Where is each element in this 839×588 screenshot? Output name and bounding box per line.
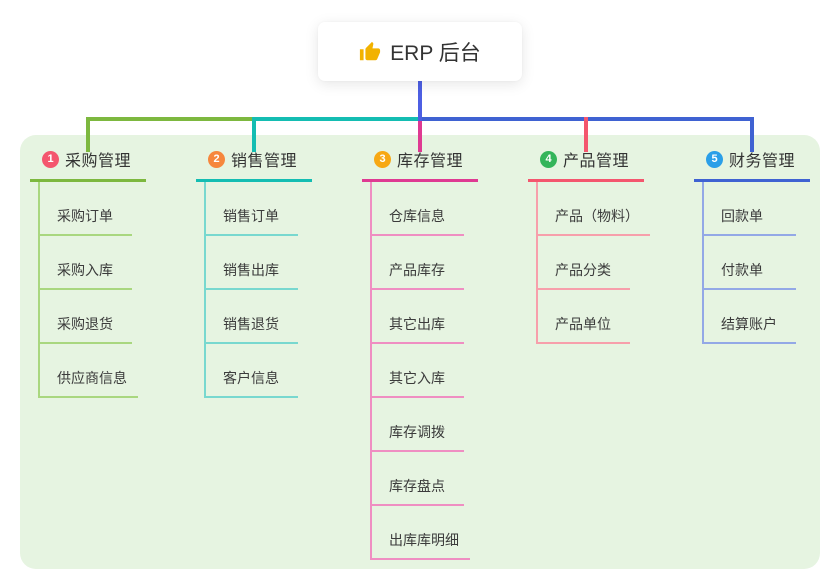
child-label: 回款单 <box>721 208 763 224</box>
thumbs-up-icon <box>360 41 381 60</box>
child-node[interactable]: 其它出库 <box>372 290 464 344</box>
child-label: 产品库存 <box>389 262 445 278</box>
branch-node[interactable]: 1 采购管理 <box>30 145 146 182</box>
child-label: 采购入库 <box>57 262 113 278</box>
child-node[interactable]: 库存盘点 <box>372 452 464 506</box>
branch-number-badge: 5 <box>706 150 723 168</box>
canvas-panel <box>20 135 820 569</box>
child-label: 采购订单 <box>57 208 113 224</box>
branch-title: 财务管理 <box>729 153 796 170</box>
connector-line <box>252 117 422 121</box>
branch-node[interactable]: 3 库存管理 <box>362 145 478 182</box>
child-node[interactable]: 回款单 <box>704 182 796 236</box>
connector-line <box>750 117 754 152</box>
branch-title: 产品管理 <box>563 153 630 170</box>
child-label: 库存盘点 <box>389 478 445 494</box>
branch-title: 销售管理 <box>231 153 298 170</box>
child-label: 产品单位 <box>555 316 611 332</box>
child-node[interactable]: 销售订单 <box>206 182 298 236</box>
child-node[interactable]: 仓库信息 <box>372 182 464 236</box>
branch-children: 销售订单销售出库销售退货客户信息 <box>204 182 356 398</box>
branch-node[interactable]: 2 销售管理 <box>196 145 312 182</box>
branch-column: 2 销售管理 销售订单销售出库销售退货客户信息 <box>196 145 356 398</box>
connector-line <box>252 117 256 152</box>
root-node[interactable]: ERP 后台 <box>318 22 522 81</box>
child-label: 其它入库 <box>389 370 445 386</box>
child-label: 采购退货 <box>57 316 113 332</box>
child-label: 产品（物料） <box>555 208 639 224</box>
branch-column: 5 财务管理 回款单付款单结算账户 <box>694 145 839 344</box>
child-label: 产品分类 <box>555 262 611 278</box>
child-label: 供应商信息 <box>57 370 127 386</box>
child-label: 库存调拨 <box>389 424 445 440</box>
child-label: 客户信息 <box>223 370 279 386</box>
child-label: 销售退货 <box>223 316 279 332</box>
child-node[interactable]: 其它入库 <box>372 344 464 398</box>
child-label: 销售订单 <box>223 208 279 224</box>
branch-children: 采购订单采购入库采购退货供应商信息 <box>38 182 190 398</box>
child-label: 其它出库 <box>389 316 445 332</box>
connector-line <box>86 117 90 152</box>
child-node[interactable]: 产品单位 <box>538 290 630 344</box>
branch-column: 1 采购管理 采购订单采购入库采购退货供应商信息 <box>30 145 190 398</box>
branch-title: 采购管理 <box>65 153 132 170</box>
branch-number-badge: 3 <box>374 150 391 168</box>
child-label: 付款单 <box>721 262 763 278</box>
child-node[interactable]: 销售出库 <box>206 236 298 290</box>
child-node[interactable]: 库存调拨 <box>372 398 464 452</box>
child-label: 出库库明细 <box>389 532 459 548</box>
branch-node[interactable]: 5 财务管理 <box>694 145 810 182</box>
child-node[interactable]: 付款单 <box>704 236 796 290</box>
child-node[interactable]: 采购入库 <box>40 236 132 290</box>
branch-column: 4 产品管理 产品（物料） 产品分类产品单位 <box>528 145 688 344</box>
child-node[interactable]: 出库库明细 <box>372 506 470 560</box>
connector-line <box>584 117 588 152</box>
root-label: ERP 后台 <box>390 41 481 65</box>
branch-number-badge: 1 <box>42 150 59 168</box>
connector-line <box>86 117 256 121</box>
child-node[interactable]: 客户信息 <box>206 344 298 398</box>
branch-number-badge: 4 <box>540 150 557 168</box>
child-node[interactable]: 供应商信息 <box>40 344 138 398</box>
child-label: 仓库信息 <box>389 208 445 224</box>
branch-column: 3 库存管理 仓库信息产品库存其它出库其它入库库存调拨库存盘点出库库明细 <box>362 145 522 560</box>
child-label: 销售出库 <box>223 262 279 278</box>
child-node[interactable]: 采购退货 <box>40 290 132 344</box>
branch-children: 仓库信息产品库存其它出库其它入库库存调拨库存盘点出库库明细 <box>370 182 522 560</box>
branch-children: 产品（物料） 产品分类产品单位 <box>536 182 688 344</box>
branch-number-badge: 2 <box>208 150 225 168</box>
child-node[interactable]: 产品分类 <box>538 236 630 290</box>
child-label: 结算账户 <box>721 316 777 332</box>
connector-line <box>418 117 422 152</box>
child-node[interactable]: 产品库存 <box>372 236 464 290</box>
branch-children: 回款单付款单结算账户 <box>702 182 839 344</box>
child-node[interactable]: 结算账户 <box>704 290 796 344</box>
child-node[interactable]: 采购订单 <box>40 182 132 236</box>
branch-node[interactable]: 4 产品管理 <box>528 145 644 182</box>
child-node[interactable]: 销售退货 <box>206 290 298 344</box>
branch-title: 库存管理 <box>397 153 464 170</box>
child-node[interactable]: 产品（物料） <box>538 182 650 236</box>
connector-line <box>418 81 422 121</box>
